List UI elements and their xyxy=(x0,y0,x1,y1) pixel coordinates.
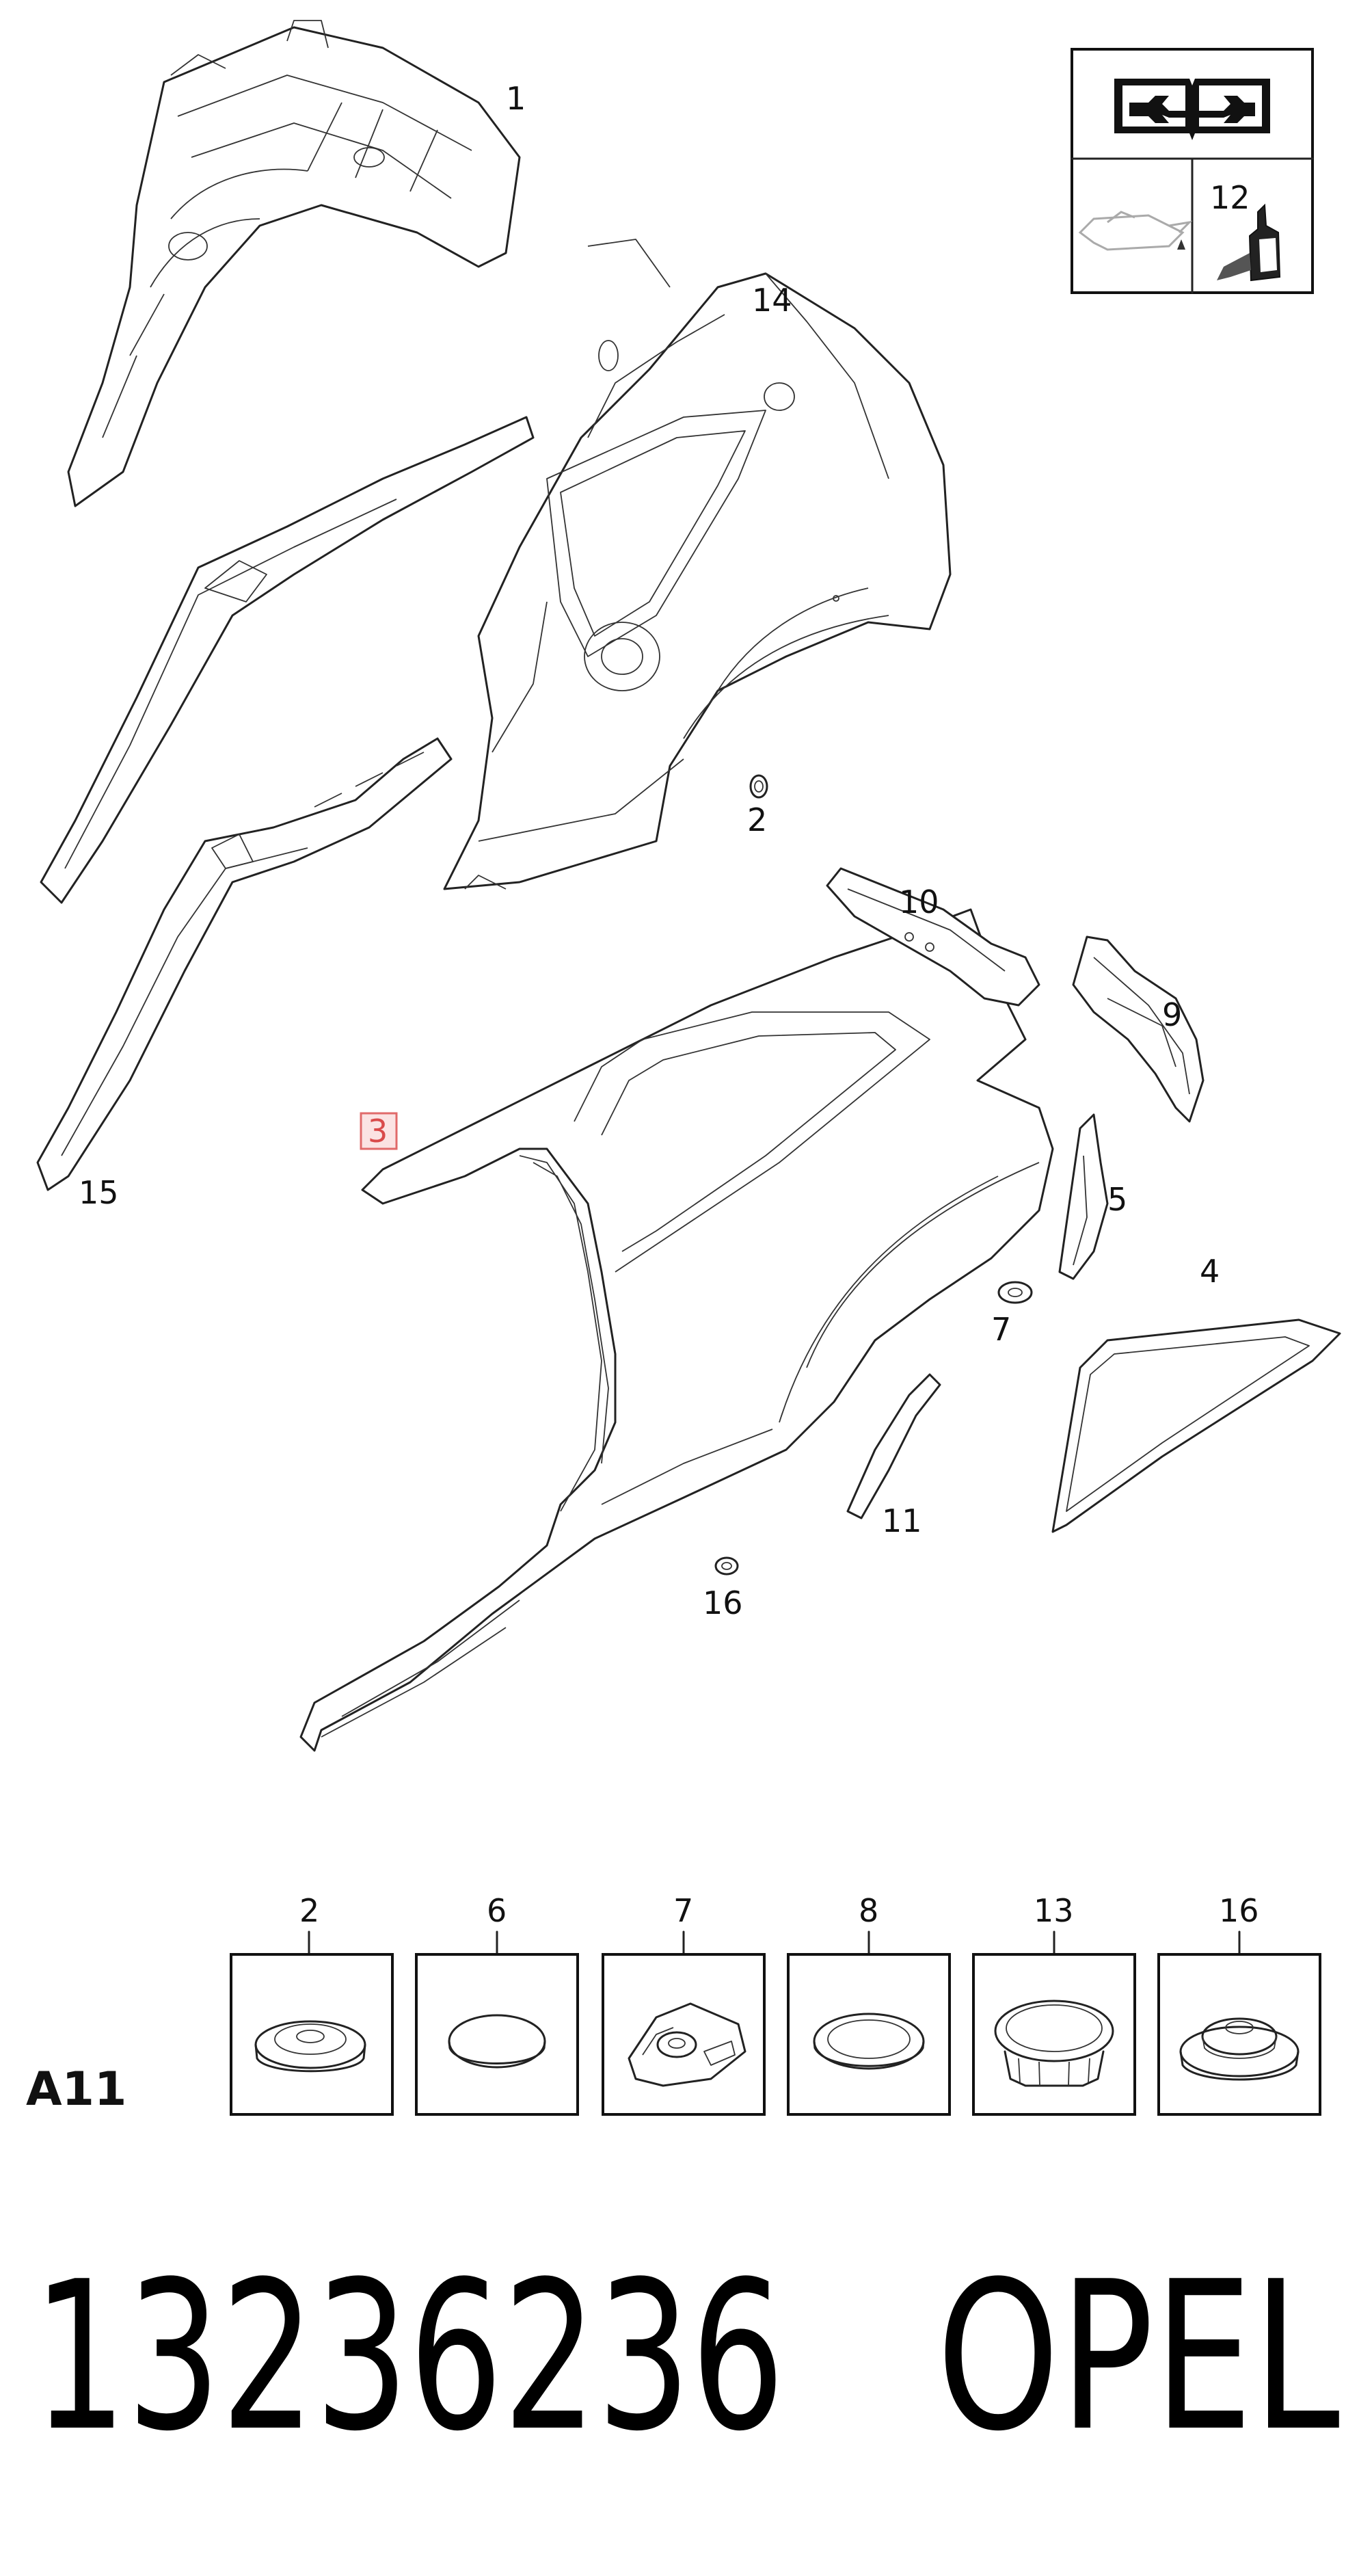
part-number: 13236236 xyxy=(33,2238,785,2476)
oval-plug-icon xyxy=(813,2013,925,2070)
open-book-wrench-icon xyxy=(1114,79,1270,140)
callout-14: 14 xyxy=(752,282,792,319)
callout-16: 16 xyxy=(703,1584,743,1621)
callout-2: 2 xyxy=(747,801,767,838)
mounting-clip-icon xyxy=(628,2002,746,2087)
diagram-section-code: A11 xyxy=(26,2062,126,2116)
callout-3: 3 xyxy=(368,1113,388,1150)
fastener-label: 2 xyxy=(299,1892,319,1929)
fastener-cell: 16 xyxy=(1157,1892,1321,2116)
fastener-7-on-diagram xyxy=(997,1281,1033,1304)
fastener-strip: 2 6 7 xyxy=(230,1892,1321,2116)
adhesive-label: 12 xyxy=(1210,179,1250,216)
callout-10: 10 xyxy=(899,884,939,920)
fastener-label: 6 xyxy=(487,1892,507,1929)
part-14-quarter-inner-panel xyxy=(443,239,952,890)
push-in-plug-icon xyxy=(994,2000,1114,2087)
callout-11: 11 xyxy=(882,1502,922,1539)
callout-labels: 1 14 2 10 9 3 5 4 7 11 16 15 xyxy=(79,80,1220,1621)
fastener-16-on-diagram xyxy=(714,1556,739,1576)
fastener-cell: 2 xyxy=(230,1892,394,2116)
fastener-label: 8 xyxy=(859,1892,878,1929)
stepped-grommet-icon xyxy=(1179,2017,1300,2081)
callout-15: 15 xyxy=(79,1174,119,1211)
callout-4: 4 xyxy=(1200,1253,1220,1290)
part-9-lamp-pocket-reinforcement xyxy=(1072,935,1205,1123)
fastener-cell: 7 xyxy=(602,1892,766,2116)
part-3-quarter-outer-panel xyxy=(299,908,1054,1752)
part-11-arch-strip xyxy=(846,1373,941,1519)
part-5-rear-corner-extension xyxy=(1058,1113,1109,1280)
fastener-cell: 6 xyxy=(415,1892,579,2116)
callout-3-highlight-box xyxy=(360,1112,398,1150)
brand-name: OPEL xyxy=(937,2238,1341,2476)
adhesive-bottle-icon: 12 xyxy=(1210,179,1281,282)
part-1-inner-wheelhouse xyxy=(67,20,521,507)
part-15-roof-side-rail xyxy=(36,416,535,1191)
oil-can-icon xyxy=(1078,211,1193,251)
flat-cap-plug-icon xyxy=(448,2014,546,2069)
grommet-plug-icon xyxy=(254,2020,366,2073)
part-4-quarter-glass xyxy=(1051,1318,1341,1533)
callout-5: 5 xyxy=(1107,1181,1127,1218)
callout-9: 9 xyxy=(1162,996,1182,1033)
fastener-cell: 13 xyxy=(972,1892,1136,2116)
fastener-2-on-diagram xyxy=(749,774,768,799)
fastener-label: 13 xyxy=(1034,1892,1074,1929)
part-10-upper-bracket xyxy=(826,867,1040,1007)
service-legend-box: 12 xyxy=(1071,48,1314,294)
callout-1: 1 xyxy=(506,80,526,117)
fastener-label: 16 xyxy=(1219,1892,1259,1929)
callout-7: 7 xyxy=(991,1311,1011,1348)
fastener-label: 7 xyxy=(673,1892,693,1929)
fastener-cell: 8 xyxy=(787,1892,951,2116)
